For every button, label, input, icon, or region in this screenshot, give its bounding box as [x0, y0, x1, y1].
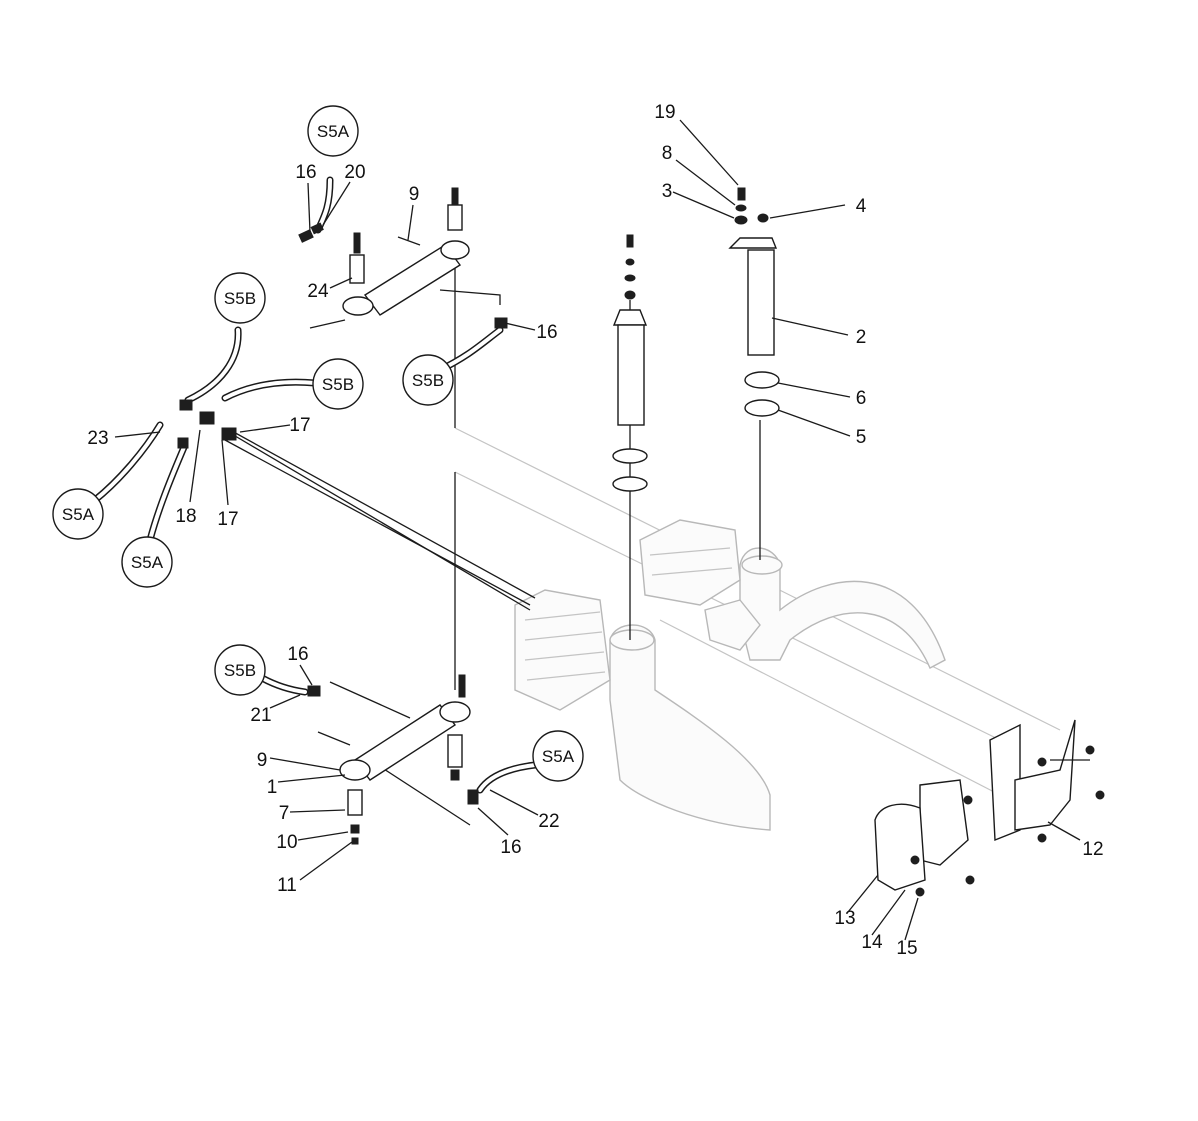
item-label-9-lower: 9: [257, 750, 268, 771]
item-labels: 19 8 3 4 2 6 5 16 20 9 24 16 23 17 18 17…: [87, 102, 1103, 959]
item-label-21: 21: [250, 705, 271, 726]
callout-s5a-bottom: S5A: [532, 730, 584, 782]
item-label-10: 10: [276, 832, 297, 853]
item-label-22: 22: [538, 811, 559, 832]
item-label-18: 18: [175, 506, 196, 527]
item-label-24: 24: [307, 281, 329, 302]
item-label-14: 14: [861, 932, 883, 953]
item-label-19: 19: [654, 102, 675, 123]
pivot-pins: [612, 187, 780, 492]
item-label-17-upper: 17: [289, 415, 310, 436]
callout-text: S5B: [224, 289, 256, 308]
item-label-5: 5: [856, 427, 867, 448]
hoses: [91, 176, 539, 794]
label-leaders: [114, 119, 1081, 941]
item-label-9-upper: 9: [409, 184, 420, 205]
item-label-6: 6: [856, 388, 867, 409]
item-label-4: 4: [856, 196, 867, 217]
upper-cylinder-assembly: [309, 187, 470, 329]
lower-cylinder-assembly: [317, 674, 471, 845]
item-label-23: 23: [87, 428, 108, 449]
item-label-16-right: 16: [536, 322, 557, 343]
callout-text: S5A: [542, 747, 575, 766]
item-label-16-upper: 16: [295, 162, 316, 183]
item-label-12: 12: [1082, 839, 1103, 860]
item-label-16-lower-left: 16: [287, 644, 308, 665]
item-label-11: 11: [277, 875, 297, 896]
callout-text: S5B: [322, 375, 354, 394]
callout-s5b-center: S5B: [402, 354, 454, 406]
callout-s5b-left-top: S5B: [214, 272, 266, 324]
item-label-7: 7: [279, 803, 290, 824]
item-label-15: 15: [896, 938, 917, 959]
frame-ghost: [454, 427, 1076, 891]
item-label-3: 3: [662, 181, 673, 202]
item-label-8: 8: [662, 143, 673, 164]
callout-s5b-bottom: S5B: [214, 644, 266, 696]
item-label-20: 20: [344, 162, 365, 183]
callout-text: S5A: [317, 122, 350, 141]
callout-text: S5A: [62, 505, 95, 524]
callout-s5a-top: S5A: [307, 105, 359, 157]
callout-s5a-left-low: S5A: [121, 536, 173, 588]
item-label-13: 13: [834, 908, 855, 929]
callout-text: S5B: [224, 661, 256, 680]
item-label-17-lower: 17: [217, 509, 238, 530]
callout-s5b-left-mid: S5B: [312, 358, 364, 410]
callout-s5a-left: S5A: [52, 488, 104, 540]
callout-text: S5B: [412, 371, 444, 390]
fittings: [177, 222, 1105, 897]
callout-text: S5A: [131, 553, 164, 572]
item-label-1: 1: [267, 777, 278, 798]
item-label-2: 2: [856, 327, 867, 348]
item-label-16-lower-right: 16: [500, 837, 521, 858]
